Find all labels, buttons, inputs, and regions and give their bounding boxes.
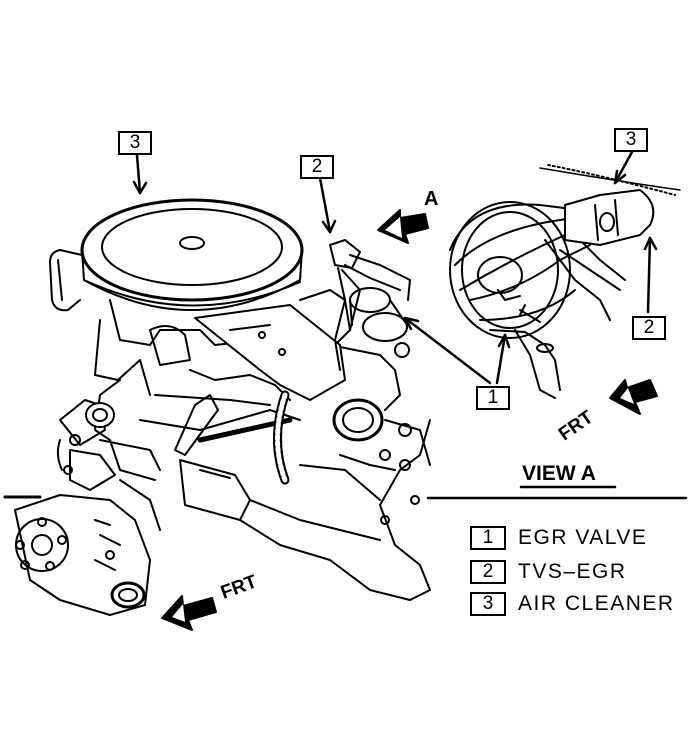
callout-air-cleaner-view-a: 3	[614, 128, 648, 152]
callout-air-cleaner-main: 3	[118, 131, 152, 155]
engine-block-drawing	[3, 239, 431, 616]
air-cleaner-drawing	[49, 198, 304, 312]
view-a-title: VIEW A	[522, 462, 596, 485]
callout-tvs-egr-view-a: 2	[632, 316, 666, 340]
view-arrow-label: A	[424, 188, 439, 210]
callout-egr-valve-view-a: 1	[476, 386, 510, 410]
legend-number: 1	[470, 526, 506, 550]
legend-label: EGR VALVE	[518, 526, 648, 549]
legend-number: 2	[470, 560, 506, 584]
view-a-detail-drawing	[449, 164, 681, 399]
legend-number: 3	[470, 592, 506, 616]
legend-label: AIR CLEANER	[518, 592, 675, 615]
callout-tvs-egr-main: 2	[300, 155, 334, 179]
legend-label: TVS–EGR	[518, 560, 627, 583]
